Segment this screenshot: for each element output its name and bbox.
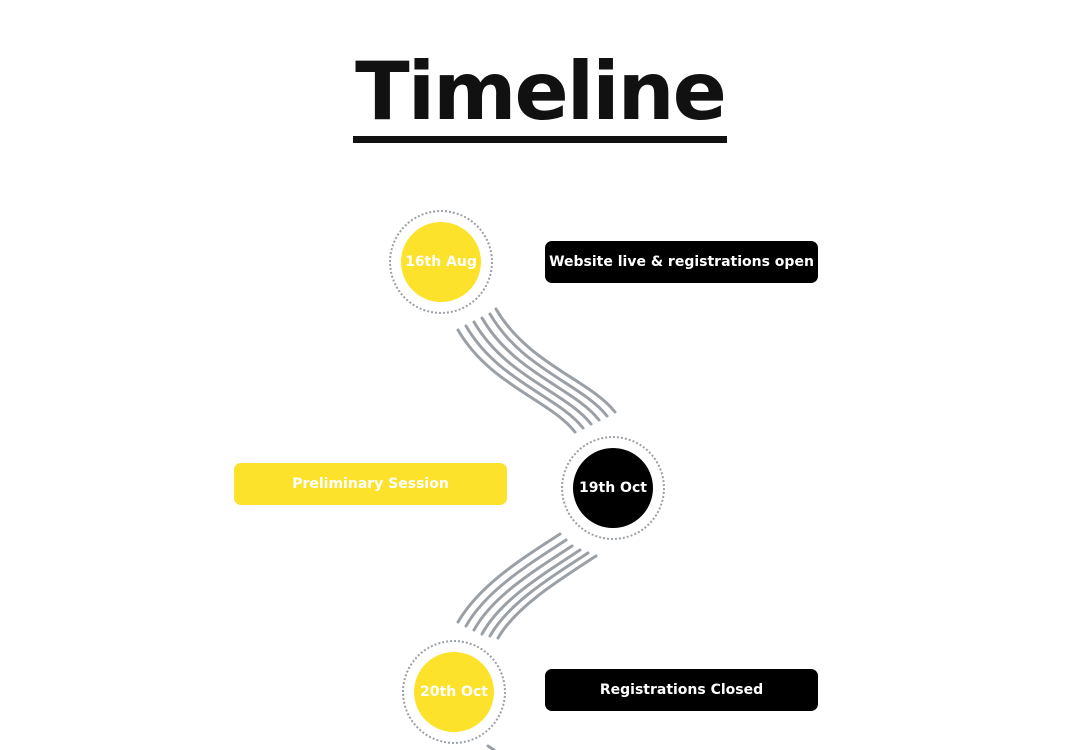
event-date-16th-aug: 16th Aug — [401, 222, 481, 302]
connector-3-next — [486, 744, 496, 750]
event-node-16th-aug: 16th Aug — [389, 210, 493, 314]
event-label-registrations-closed: Registrations Closed — [545, 669, 818, 711]
event-label-preliminary-session: Preliminary Session — [234, 463, 507, 505]
page-title-text: Timeline — [353, 52, 727, 143]
event-date-20th-oct: 20th Oct — [414, 652, 494, 732]
connector-1-2 — [456, 307, 617, 434]
event-date-19th-oct: 19th Oct — [573, 448, 653, 528]
connector-2-3 — [456, 532, 598, 640]
page-title: Timeline — [0, 52, 1080, 143]
event-node-19th-oct: 19th Oct — [561, 436, 665, 540]
event-node-20th-oct: 20th Oct — [402, 640, 506, 744]
event-label-website-live: Website live & registrations open — [545, 241, 818, 283]
